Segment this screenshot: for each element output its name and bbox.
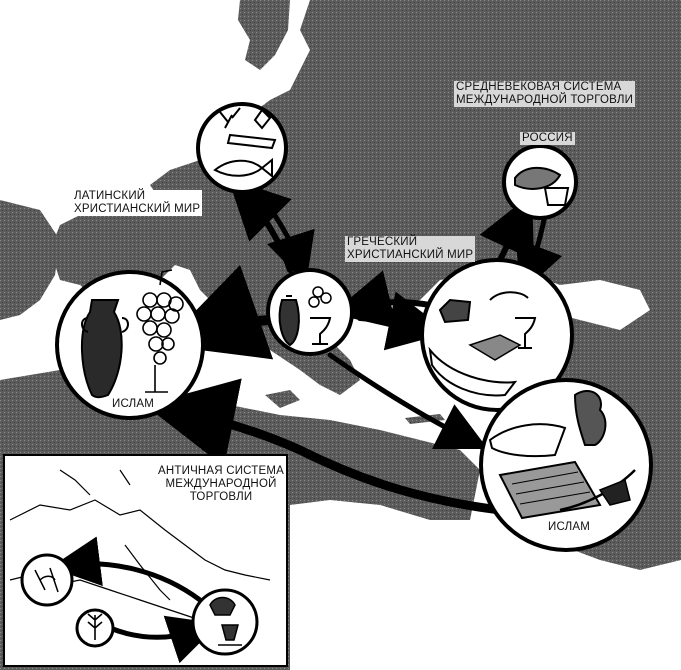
inset-title-line3: ТОРГОВЛИ bbox=[189, 491, 253, 503]
main-map-title: СРЕДНЕВЕКОВАЯ СИСТЕМА МЕЖДУНАРОДНОЙ ТОРГ… bbox=[454, 81, 636, 107]
greek-line2: ХРИСТИАНСКИЙ МИР bbox=[347, 249, 474, 261]
amphora-icon bbox=[278, 295, 300, 347]
region-label-islam-east: ИСЛАМ bbox=[548, 521, 590, 533]
inset-title-line1: АНТИЧНАЯ СИСТЕМА bbox=[158, 465, 285, 477]
ship-icon bbox=[428, 346, 518, 397]
ship-icon-east bbox=[488, 423, 567, 458]
grape-bunch-icon bbox=[136, 269, 184, 393]
sword-icon bbox=[559, 469, 636, 512]
goblet-icon bbox=[310, 317, 332, 345]
region-label-russia: РОССИЯ bbox=[520, 132, 575, 145]
medallion-italy bbox=[266, 268, 354, 356]
medallion-greek bbox=[420, 258, 574, 412]
main-title-line1: СРЕДНЕВЕКОВАЯ СИСТЕМА bbox=[456, 81, 622, 93]
region-label-islam-west: ИСЛАМ bbox=[112, 398, 154, 410]
fur-icon bbox=[514, 166, 562, 190]
merchant-icon bbox=[573, 390, 607, 446]
vase-icon bbox=[218, 624, 242, 646]
land-scandinavia bbox=[365, 0, 450, 110]
route-italy-islam-east bbox=[327, 352, 488, 449]
basket-icon bbox=[543, 187, 570, 206]
timber-icon bbox=[226, 108, 277, 150]
latin-line1: ЛАТИНСКИЙ bbox=[74, 190, 146, 202]
route-greek-italy bbox=[331, 270, 433, 329]
inset-route-east-west bbox=[50, 536, 202, 603]
greek-line1: ГРЕЧЕСКИЙ bbox=[347, 236, 418, 248]
wheat-icon bbox=[87, 613, 103, 640]
medallion-russia bbox=[502, 144, 578, 220]
amphora-icon-large bbox=[81, 299, 123, 399]
inset-map-title: АНТИЧНАЯ СИСТЕМА МЕЖДУНАРОДНОЙ ТОРГОВЛИ bbox=[158, 465, 284, 504]
carpet-icon bbox=[498, 460, 602, 520]
inset-title-line2: МЕЖДУНАРОДНОЙ bbox=[165, 478, 277, 490]
antler-icon bbox=[219, 107, 241, 129]
grape-icon bbox=[312, 286, 324, 298]
fish-icon bbox=[213, 157, 273, 179]
main-title-line2: МЕЖДУНАРОДНОЙ ТОРГОВЛИ bbox=[456, 94, 634, 106]
medallion-islam-east bbox=[479, 378, 653, 552]
region-label-latin: ЛАТИНСКИЙ ХРИСТИАНСКИЙ МИР bbox=[72, 190, 203, 216]
inset-map bbox=[3, 454, 288, 667]
land-britain bbox=[238, 0, 290, 70]
latin-line2: ХРИСТИАНСКИЙ МИР bbox=[74, 203, 201, 215]
land-sicily bbox=[265, 390, 300, 408]
route-north-italy bbox=[255, 187, 315, 285]
inset-route-west-east bbox=[109, 615, 219, 664]
route-islam-east-west bbox=[144, 378, 505, 515]
medallion-north bbox=[196, 102, 288, 194]
helmet-icon bbox=[209, 596, 236, 616]
region-label-greek: ГРЕЧЕСКИЙ ХРИСТИАНСКИЙ МИР bbox=[345, 236, 476, 262]
goblet-icon-greek bbox=[515, 317, 537, 349]
medallion-islam-west bbox=[55, 269, 205, 420]
land-iberia bbox=[0, 200, 60, 320]
inset-medallion-west bbox=[20, 553, 74, 607]
inset-medallion-east bbox=[191, 588, 259, 656]
route-italy-islam-west bbox=[162, 264, 275, 360]
